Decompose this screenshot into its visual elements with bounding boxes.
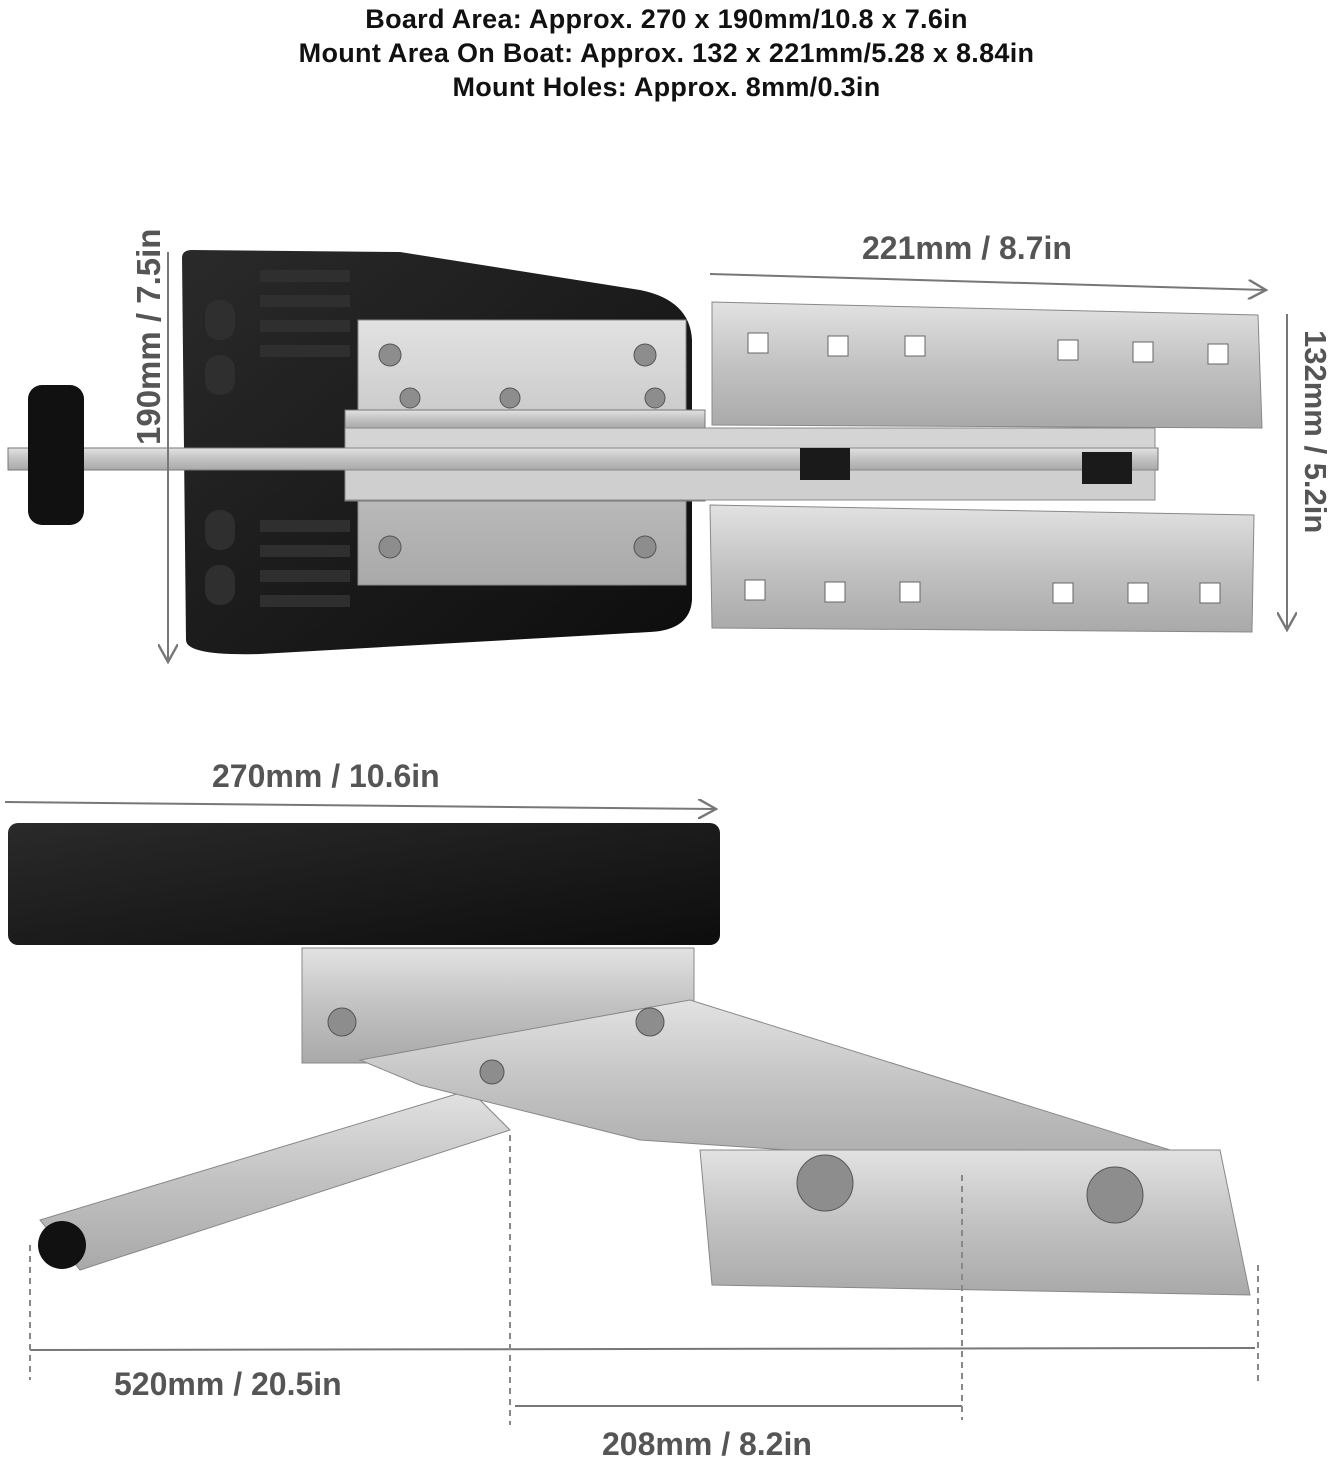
mount-length-dimension-label: 221mm / 8.7in — [862, 230, 1072, 266]
board-length-dimension-label: 270mm / 10.6in — [212, 758, 440, 794]
mount-width-dimension-label: 132mm / 5.2in — [1298, 330, 1333, 534]
top-view — [7, 250, 1287, 662]
mount-area-spec: Mount Area On Boat: Approx. 132 x 221mm/… — [298, 38, 1035, 68]
specs-header: Board Area: Approx. 270 x 190mm/10.8 x 7… — [0, 2, 1333, 104]
bracket-length-dimension-label: 208mm / 8.2in — [602, 1426, 812, 1462]
side-view — [4, 802, 1259, 1425]
board-area-spec: Board Area: Approx. 270 x 190mm/10.8 x 7… — [365, 4, 968, 34]
total-length-dimension-label: 520mm / 20.5in — [114, 1366, 342, 1402]
height-dimension-label: 190mm / 7.5in — [130, 228, 167, 445]
mount-holes-spec: Mount Holes: Approx. 8mm/0.3in — [452, 72, 881, 102]
